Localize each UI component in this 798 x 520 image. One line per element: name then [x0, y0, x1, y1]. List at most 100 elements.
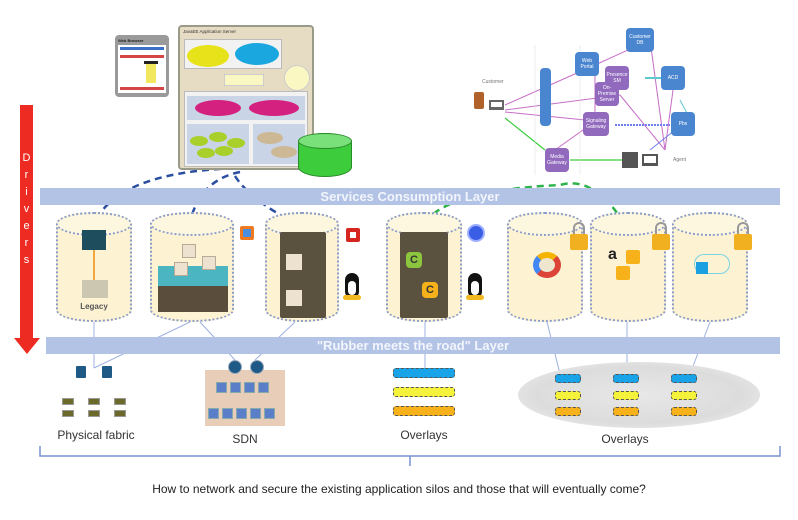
- openstack-logo-icon: [346, 228, 360, 242]
- leaf-switch-icon: [88, 398, 100, 405]
- hypervisor-base: [158, 282, 228, 312]
- managed-beans-box: [224, 74, 264, 86]
- agent-laptop-icon: [642, 154, 658, 166]
- lock-icon: [570, 222, 588, 250]
- web-browser-box: Web Browser: [115, 35, 169, 97]
- leaf-switch-icon: [114, 398, 126, 405]
- drivers-label: D r i v e r s: [20, 150, 33, 269]
- app-server-title: JavaEE Application Server: [183, 29, 237, 34]
- overlay-bar-blue: [393, 368, 455, 378]
- silo-gcp: [507, 212, 583, 322]
- overlays-right-label: Overlays: [601, 432, 649, 446]
- on-premise-server-box: On-Premise Server: [595, 82, 619, 106]
- sdn-switch-row: [208, 408, 275, 419]
- dashed-flow-arrow: [233, 175, 298, 226]
- router-icon: [250, 360, 264, 374]
- rack-with-containers-icon: C C: [400, 232, 448, 318]
- vm-box-icon: [202, 256, 216, 270]
- web-container: [184, 39, 282, 69]
- overlays-left-label: Overlays: [400, 428, 448, 442]
- overlay-bar-yellow: [393, 387, 455, 397]
- amazon-logo-icon: a: [608, 246, 617, 263]
- azure-cloud-icon: [694, 254, 730, 274]
- sdn-label: SDN: [232, 432, 258, 446]
- vm-box-icon: [182, 244, 196, 258]
- overlay-bar-orange: [393, 406, 455, 416]
- stateless-beans-area: [187, 96, 305, 120]
- lock-icon: [734, 222, 752, 250]
- drivers-letter: r: [24, 237, 29, 249]
- web-portal-box: Web Portal: [575, 52, 599, 76]
- overlay-bar-yellow: [555, 391, 581, 400]
- spine-switch-icon: [76, 366, 86, 378]
- overlay-bar-orange: [671, 407, 697, 416]
- dashed-flow-arrow: [424, 182, 627, 226]
- ejb-components-area: [187, 124, 249, 164]
- stateless-ejb-ellipse: [195, 100, 241, 116]
- stateful-ejb-ellipse: [249, 100, 299, 116]
- jsp-pages-ellipse: [235, 43, 279, 65]
- rubber-meets-road-layer: "Rubber meets the road" Layer: [46, 337, 780, 354]
- vmware-logo-icon: [240, 226, 254, 240]
- media-gateway-box: Media Gateway: [545, 148, 569, 172]
- agent-phone-icon: [622, 152, 638, 168]
- customer-label: Customer: [482, 79, 504, 85]
- container-badge: C: [422, 282, 438, 298]
- leaf-switch-icon: [88, 410, 100, 417]
- pbx-box: Pbx: [671, 112, 695, 136]
- drivers-letter: D: [22, 152, 31, 164]
- overlay-bar-orange: [613, 407, 639, 416]
- acd-box: ACD: [661, 66, 685, 90]
- router-icon: [228, 360, 242, 374]
- overlay-bar-blue: [613, 374, 639, 383]
- legacy-server-icon: [82, 280, 108, 298]
- aws-icon: [616, 266, 630, 280]
- overlay-bar-blue: [555, 374, 581, 383]
- google-cloud-icon: [533, 252, 561, 278]
- customer-db-box: Customer DB: [626, 28, 654, 52]
- spine-switch-icon: [102, 366, 112, 378]
- javaee-app-server: JavaEE Application Server: [178, 25, 314, 170]
- question-caption: How to network and secure the existing a…: [152, 482, 646, 496]
- silo-aws: a: [590, 212, 666, 322]
- aws-icon: [626, 250, 640, 264]
- browser-screenshot: [118, 45, 166, 93]
- drivers-letter: s: [23, 254, 30, 266]
- session-proxy-box: [540, 68, 551, 126]
- phone-in-hand-icon: [474, 92, 484, 109]
- vm-box-icon: [174, 262, 188, 276]
- drivers-arrow: [20, 105, 33, 340]
- drivers-arrow-head: [14, 338, 40, 354]
- leaf-switch-icon: [62, 410, 74, 417]
- kubernetes-logo-icon: [467, 224, 485, 242]
- silo-legacy: Legacy: [56, 212, 132, 322]
- linux-tux-icon: [466, 273, 484, 301]
- drivers-letter: r: [24, 169, 29, 181]
- linux-tux-icon: [343, 273, 361, 301]
- drivers-letter: i: [25, 186, 28, 198]
- lock-icon: [652, 222, 670, 250]
- agent-label: Agent: [673, 157, 687, 163]
- bracket: [39, 446, 781, 466]
- overlay-bar-orange: [555, 407, 581, 416]
- customer-laptop-icon: [489, 100, 504, 110]
- ejb-container: [184, 91, 308, 167]
- container-badge: C: [406, 252, 422, 268]
- database-cylinder: [298, 133, 352, 177]
- contact-center-edges: [504, 39, 689, 175]
- leaf-switch-icon: [114, 410, 126, 417]
- silo-containers: C C: [386, 212, 462, 322]
- sdn-switch-row: [216, 382, 269, 393]
- jsf-pages-ellipse: [187, 45, 229, 67]
- silo-vmware: [150, 212, 234, 322]
- physical-fabric-label: Physical fabric: [57, 428, 135, 442]
- overlay-bar-yellow: [613, 391, 639, 400]
- signaling-gateway-box: Signaling Gateway: [583, 112, 609, 136]
- message-beans-area: [253, 124, 305, 164]
- overlay-bar-yellow: [671, 391, 697, 400]
- services-consumption-layer: Services Consumption Layer: [40, 188, 780, 205]
- silo-openstack: [265, 212, 339, 322]
- persistence-circle: [284, 65, 310, 91]
- rack-with-vms-icon: [280, 232, 326, 318]
- drivers-letter: e: [23, 220, 30, 232]
